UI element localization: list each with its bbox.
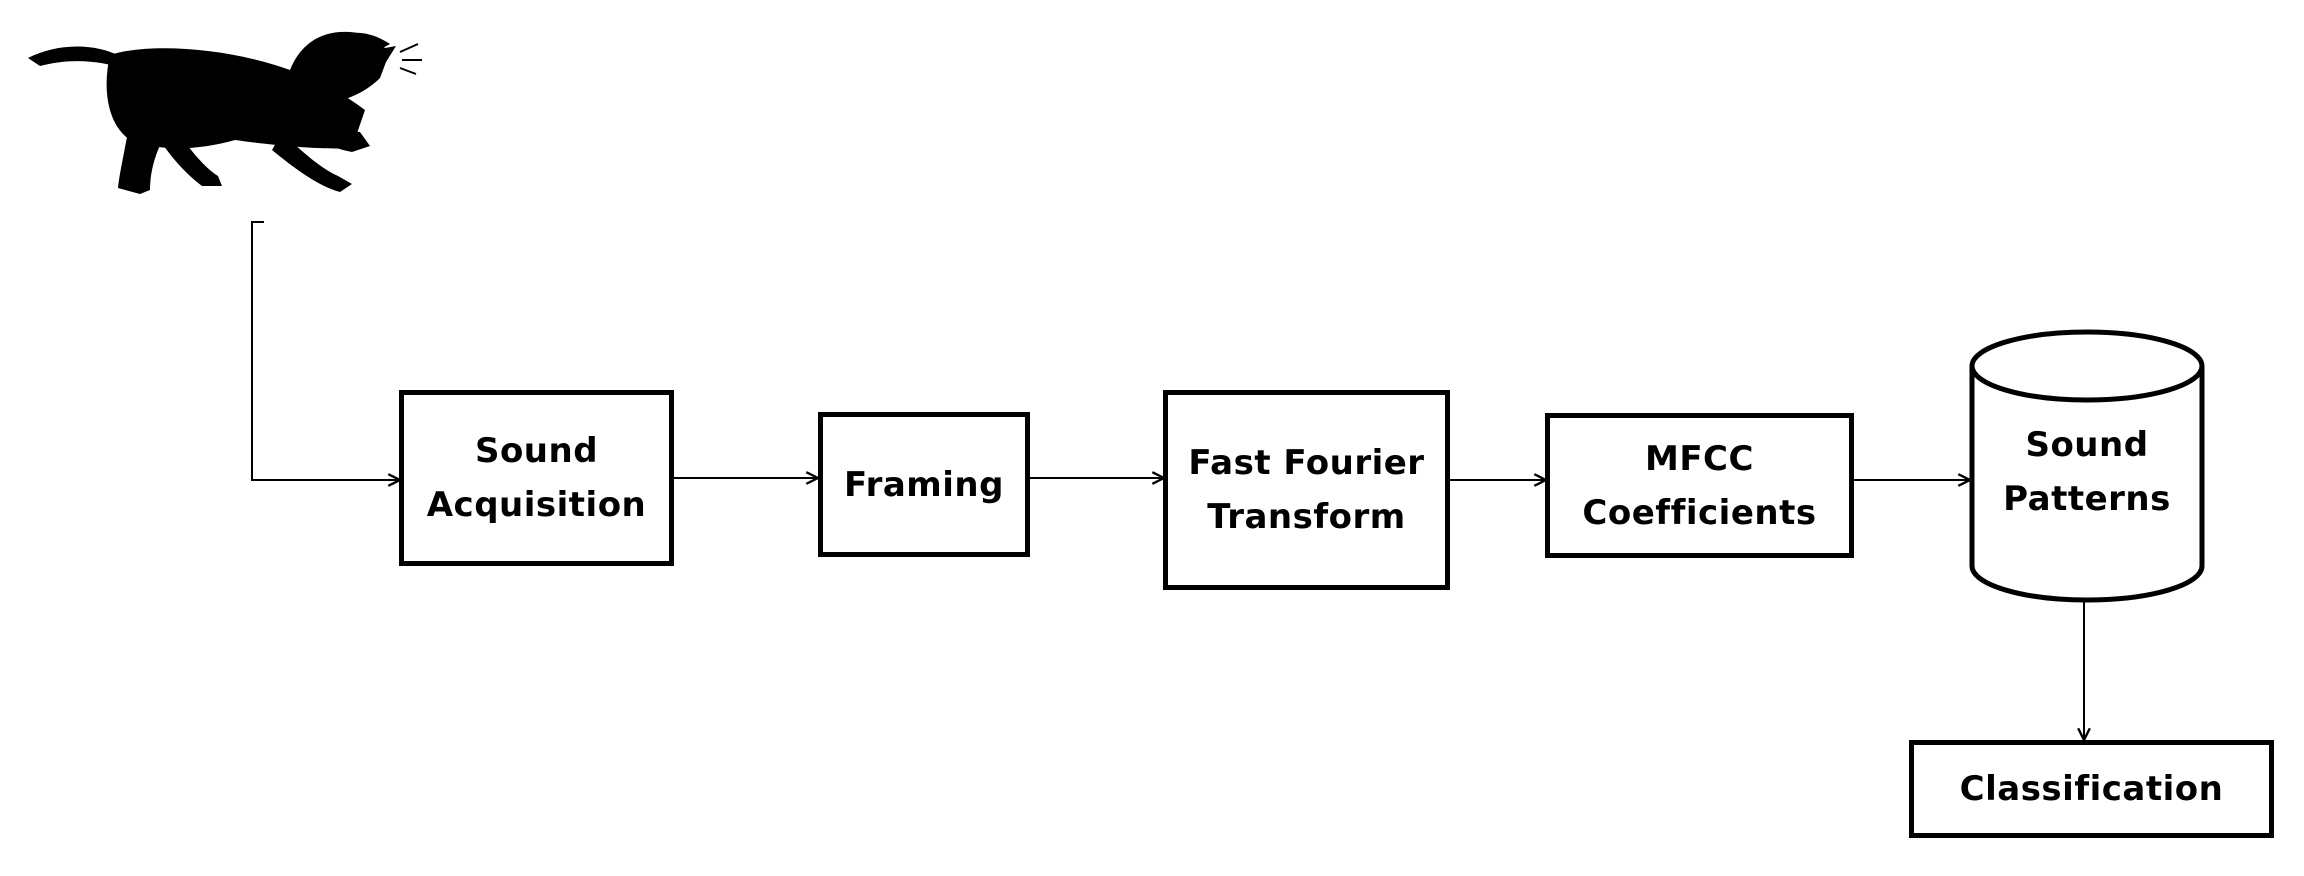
- fft-line-1: Fast Fourier: [1188, 443, 1425, 483]
- sound-acquisition-line-1: Sound: [474, 431, 599, 471]
- sound-acquisition-label: Sound Acquisition: [427, 424, 647, 532]
- fft-line-2: Transform: [1207, 497, 1406, 537]
- sound-patterns-label: Sound Patterns: [1972, 418, 2202, 526]
- mfcc-line-2: Coefficients: [1582, 492, 1817, 533]
- mfcc-box: MFCC Coefficients: [1545, 413, 1854, 558]
- database-cylinder-icon: [1969, 329, 2205, 603]
- barking-dog-icon: [28, 31, 422, 194]
- framing-label: Framing: [844, 464, 1004, 505]
- connector-dog-to-acquisition: [251, 221, 400, 480]
- fft-label: Fast Fourier Transform: [1188, 436, 1424, 544]
- mfcc-line-1: MFCC: [1645, 438, 1754, 479]
- framing-box: Framing: [818, 412, 1030, 557]
- sound-acquisition-box: Sound Acquisition: [399, 390, 674, 566]
- sound-patterns-line-1: Sound: [2025, 425, 2149, 465]
- sound-acquisition-line-2: Acquisition: [426, 485, 647, 525]
- fft-box: Fast Fourier Transform: [1163, 390, 1450, 590]
- classification-box: Classification: [1909, 740, 2274, 838]
- classification-label: Classification: [1959, 769, 2224, 809]
- mfcc-label: MFCC Coefficients: [1582, 432, 1816, 540]
- sound-patterns-line-2: Patterns: [2003, 479, 2171, 519]
